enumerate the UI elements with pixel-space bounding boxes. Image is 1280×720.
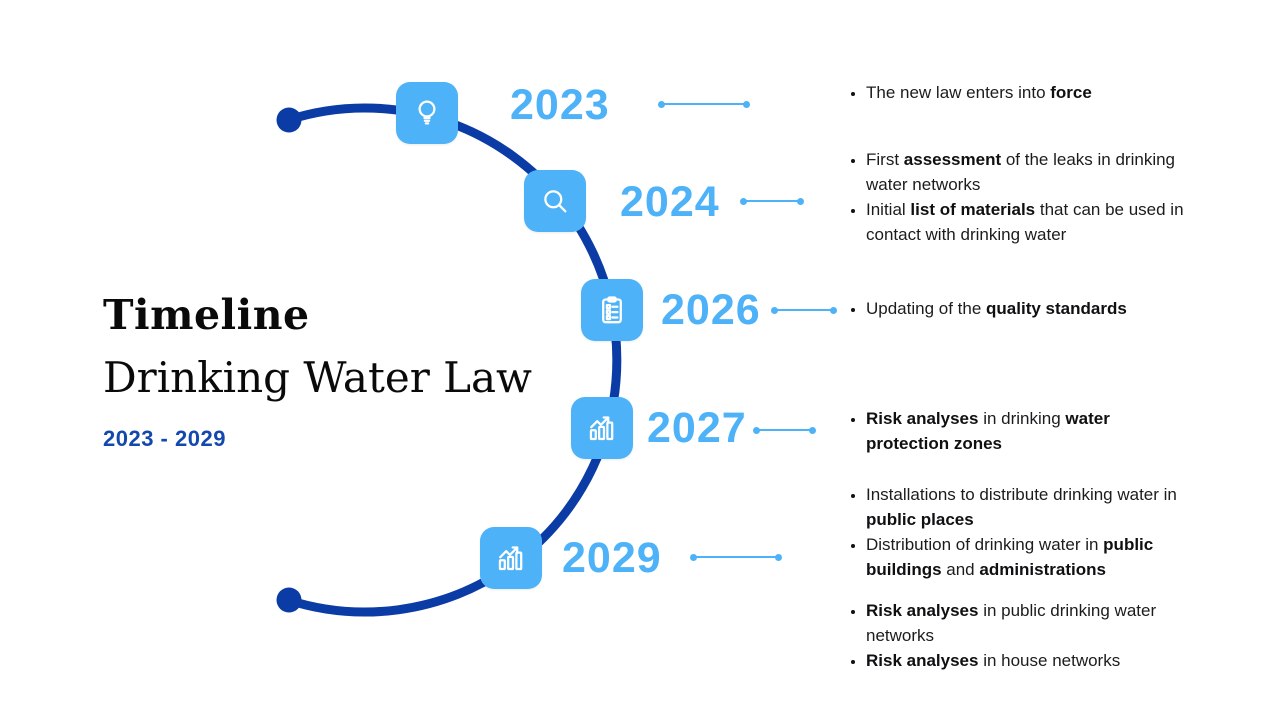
connector-dot xyxy=(830,306,837,314)
connector-dot xyxy=(771,306,778,314)
year-label-2026: 2026 xyxy=(661,286,761,334)
connector-dot xyxy=(809,426,816,434)
bullet-group-2029-1: Installations to distribute drinking wat… xyxy=(846,482,1196,582)
bullet-item: The new law enters into force xyxy=(866,80,1196,105)
arc-start-dot xyxy=(276,107,302,133)
year-label-2029: 2029 xyxy=(562,534,662,582)
date-range: 2023 - 2029 xyxy=(103,426,226,451)
bullet-item: Installations to distribute drinking wat… xyxy=(866,482,1196,532)
search-icon xyxy=(544,190,567,213)
arc-end-dot xyxy=(276,587,302,613)
milestone-icon-box xyxy=(396,82,458,144)
bullet-item: Risk analyses in house networks xyxy=(866,648,1196,673)
page-subtitle: Drinking Water Law xyxy=(103,353,533,402)
title-block: Timeline Drinking Water Law 2023 - 2029 xyxy=(103,293,573,452)
bullet-group-2029-2: Risk analyses in public drinking water n… xyxy=(846,598,1196,673)
year-label-2023: 2023 xyxy=(510,81,610,129)
connector-line xyxy=(690,553,782,561)
milestone-icon-box xyxy=(524,170,586,232)
milestone-icon-box xyxy=(581,279,643,341)
connector-dot xyxy=(658,100,665,108)
connector-dot xyxy=(740,197,747,205)
bullet-item: Risk analyses in public drinking water n… xyxy=(866,598,1196,648)
connector-dot xyxy=(797,197,804,205)
page-title: Timeline xyxy=(103,291,310,339)
connector-dot xyxy=(775,553,782,561)
bullet-item: Risk analyses in drinking water protecti… xyxy=(866,406,1196,456)
year-label-2024: 2024 xyxy=(620,178,720,226)
milestone-icon-box xyxy=(571,397,633,459)
bullet-item: First assessment of the leaks in drinkin… xyxy=(866,147,1196,197)
year-label-2027: 2027 xyxy=(647,404,747,452)
bullet-group-2024: First assessment of the leaks in drinkin… xyxy=(846,147,1196,247)
checklist-clipboard-icon xyxy=(602,296,622,324)
rising-bar-chart-icon xyxy=(498,546,523,571)
bullet-item: Distribution of drinking water in public… xyxy=(866,532,1196,582)
bullet-item: Updating of the quality standards xyxy=(866,296,1196,321)
bullet-item: Initial list of materials that can be us… xyxy=(866,197,1196,247)
bullet-group-2023: The new law enters into force xyxy=(846,80,1196,105)
bullet-group-2027: Risk analyses in drinking water protecti… xyxy=(846,406,1196,456)
connector-dot xyxy=(753,426,760,434)
rising-bar-chart-icon xyxy=(589,416,614,441)
lightbulb-icon xyxy=(418,100,436,125)
connector-line xyxy=(771,306,837,314)
bullet-group-2026: Updating of the quality standards xyxy=(846,296,1196,321)
connector-line xyxy=(740,197,804,205)
connector-line xyxy=(753,426,816,434)
connector-dot xyxy=(743,100,750,108)
connector-line xyxy=(658,100,750,108)
connector-dot xyxy=(690,553,697,561)
milestone-icon-box xyxy=(480,527,542,589)
